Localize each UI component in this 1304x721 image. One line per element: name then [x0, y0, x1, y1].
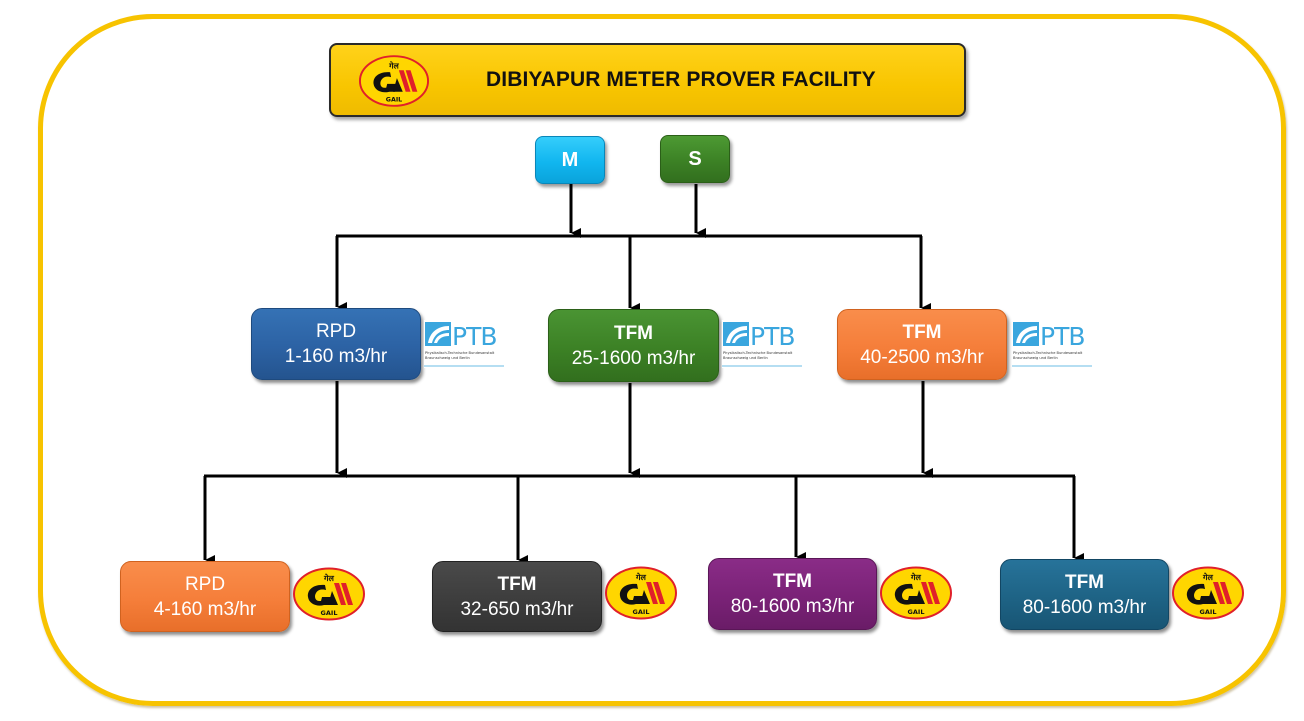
ptb-logo-icon [424, 320, 504, 368]
ptb-logo-icon [1012, 320, 1092, 368]
outer-frame [38, 14, 1286, 706]
title-bar: DIBIYAPUR METER PROVER FACILITY [329, 43, 966, 117]
prover-type: TFM [772, 571, 813, 592]
prover-range: 4-160 m3/hr [153, 598, 257, 620]
work-prover-tfm-2-box: TFM 80-1600 m3/hr [708, 558, 877, 630]
ref-prover-rpd-box: RPD 1-160 m3/hr [251, 308, 421, 380]
gail-logo-icon [879, 566, 953, 620]
prover-range: 80-1600 m3/hr [730, 596, 855, 617]
gail-logo-icon [1171, 566, 1245, 620]
prover-type: RPD [184, 573, 226, 595]
work-prover-tfm-1-box: TFM 32-650 m3/hr [432, 561, 602, 632]
prover-range: 80-1600 m3/hr [1022, 596, 1147, 618]
prover-range: 40-2500 m3/hr [860, 346, 984, 368]
gail-logo-icon [604, 566, 678, 620]
prover-range: 25-1600 m3/hr [571, 347, 696, 369]
gail-logo-icon [292, 567, 366, 621]
ptb-logo-icon [722, 320, 802, 368]
page-title: DIBIYAPUR METER PROVER FACILITY [486, 68, 876, 91]
prover-range: 32-650 m3/hr [460, 598, 574, 620]
work-prover-tfm-3-box: TFM 80-1600 m3/hr [1000, 559, 1169, 630]
prover-type: RPD [315, 321, 357, 342]
ref-prover-tfm-2-box: TFM 40-2500 m3/hr [837, 309, 1007, 380]
prover-type: TFM [902, 321, 942, 343]
prover-type: TFM [1064, 571, 1105, 593]
source-m-box: M [535, 136, 605, 184]
source-s-box: S [660, 135, 730, 183]
work-prover-rpd-box: RPD 4-160 m3/hr [120, 561, 290, 632]
ref-prover-tfm-1-box: TFM 25-1600 m3/hr [548, 309, 719, 382]
prover-type: TFM [613, 322, 654, 344]
prover-type: TFM [497, 573, 537, 595]
prover-range: 1-160 m3/hr [284, 346, 388, 367]
